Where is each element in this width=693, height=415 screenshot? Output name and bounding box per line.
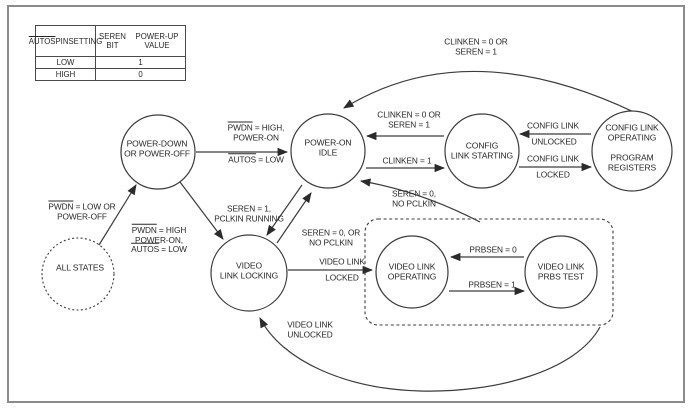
transition-arrow-video-group-to-locking: [259, 317, 601, 392]
transition-label-seren0-no-pclkin: SEREN = 0,NO PCLKIN: [392, 188, 436, 208]
state-circle-config-link-operating: [591, 110, 673, 192]
transition-label-config-link-locked-line2: LOCKED: [536, 169, 570, 180]
state-circle-all-states-dashed: [41, 237, 115, 311]
transition-arrow-video-group-to-idle: [359, 178, 481, 223]
table-cell-seren-1: 1: [96, 57, 185, 69]
transition-label-autos-low: AUTOS = LOW: [228, 154, 284, 165]
transition-label-video-link-locked-line2: LOCKED: [325, 272, 359, 283]
transition-label-prbsen-0: PRBSEN = 0: [469, 244, 517, 255]
video-group-dashed-box: [364, 218, 614, 326]
table-cell-autos-high: HIGH: [36, 69, 96, 80]
transition-label-config-link-unlocked-line2: UNLOCKED: [531, 136, 577, 147]
table-cell-autos-low: LOW: [36, 57, 96, 69]
transition-arrow-idle-to-locking: [266, 184, 303, 236]
transition-label-video-link-locked-line1: VIDEO LINK: [319, 256, 365, 267]
transition-arrow-power-down-to-locking: [179, 181, 224, 240]
transition-label-pwdn-high-power-on: PWDN = HIGH,POWER-ON: [227, 122, 285, 142]
state-circle-power-on-idle: [290, 113, 366, 189]
figure-frame: [7, 5, 685, 403]
state-circle-video-link-locking: [210, 234, 288, 312]
state-circle-power-down-or-power-off: [120, 114, 196, 190]
transition-label-config-link-locked-line1: CONFIG LINK: [527, 153, 579, 164]
transition-arrow-locking-to-idle: [276, 192, 312, 244]
transition-label-seren1-pclkin-running: SEREN = 1,PCLKIN RUNNING: [214, 203, 284, 223]
transition-label-prbsen-1: PRBSEN = 1: [468, 279, 516, 290]
state-circle-config-link-starting: [444, 113, 520, 189]
state-circle-video-link-operating: [375, 235, 449, 309]
state-circle-video-link-prbs-test: [524, 235, 598, 309]
transition-label-clinken-1: CLINKEN = 1: [382, 155, 432, 166]
transition-arrow-config-operating-to-idle: [343, 70, 639, 115]
state-label-all-states: ALL STATES: [56, 262, 104, 273]
table-cell-seren-0: 0: [138, 70, 143, 79]
transition-arrow-all-states-to-power-down: [98, 184, 137, 246]
transition-label-config-link-unlocked-line1: CONFIG LINK: [527, 120, 579, 131]
